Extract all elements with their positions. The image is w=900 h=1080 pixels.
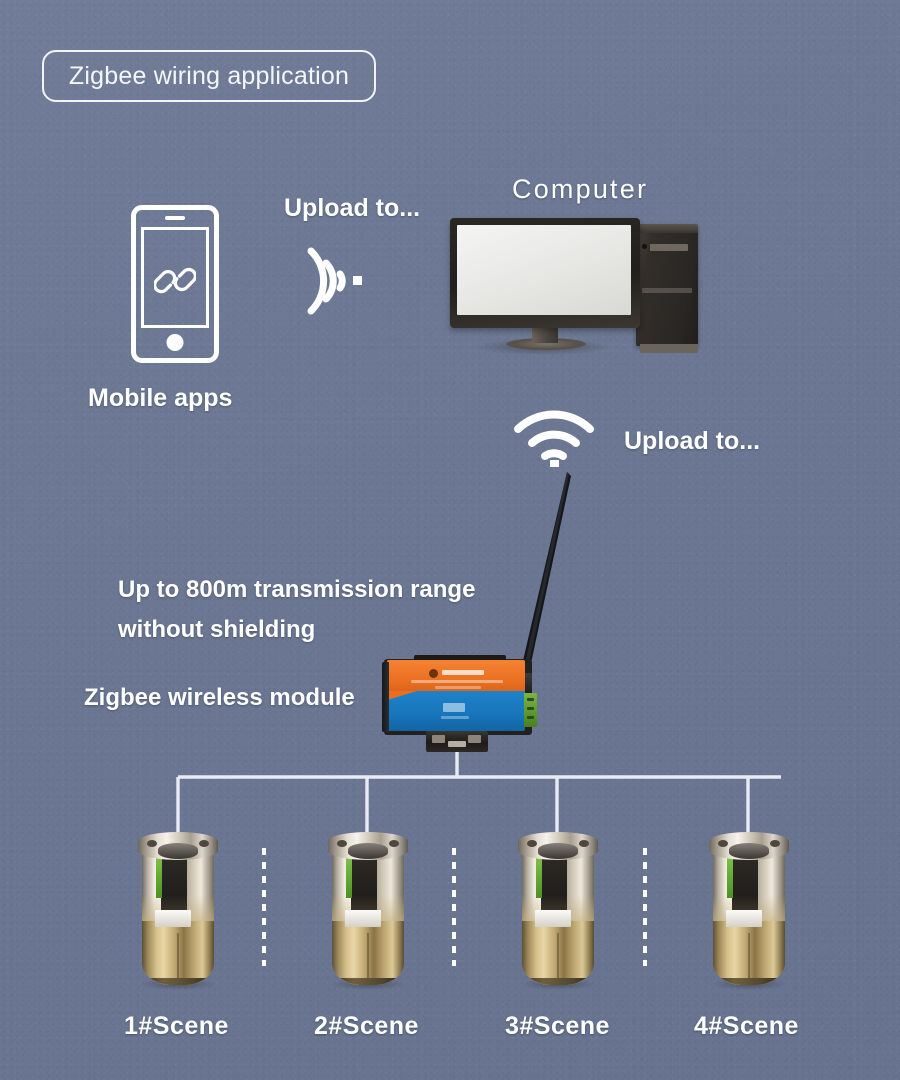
computer-tower — [636, 224, 698, 353]
sensor-white-tab — [535, 910, 571, 927]
scene-sensor-2 — [325, 826, 411, 990]
sensor-cap-hole — [389, 840, 399, 847]
scene-separator-2 — [452, 848, 456, 966]
sensor-white-tab — [345, 910, 381, 927]
sensor-cap-hole — [199, 840, 209, 847]
sensor-cap-hole — [579, 840, 589, 847]
sensor-top-cap — [328, 832, 408, 860]
link-chain-icon — [153, 260, 197, 307]
sensor-cap-opening — [348, 843, 388, 859]
sensor-bottom-rim — [142, 978, 214, 985]
sensor-cap-opening — [538, 843, 578, 859]
antenna-icon — [505, 470, 575, 690]
sensor-white-tab — [155, 910, 191, 927]
sensor-cap-opening — [158, 843, 198, 859]
sensor-brass-section — [332, 921, 404, 985]
sensor-body — [522, 839, 594, 985]
computer-monitor — [450, 218, 640, 328]
sensor-bottom-rim — [332, 978, 404, 985]
sensor-seam — [748, 933, 750, 985]
terminal-screw — [527, 698, 534, 701]
upload-label-1: Upload to... — [284, 194, 421, 222]
module-microtext-1 — [411, 680, 503, 683]
module-microtext-2 — [435, 686, 481, 689]
scene-sensor-1 — [135, 826, 221, 990]
upload-label-2: Upload to... — [624, 427, 761, 455]
monitor-screen — [457, 225, 631, 315]
module-top-strip — [414, 655, 506, 661]
module-blue-face — [387, 691, 525, 731]
title-badge-label: Zigbee wiring application — [68, 61, 350, 90]
phone-screen — [141, 227, 209, 328]
scene-separator-1 — [262, 848, 266, 966]
sensor-body — [142, 839, 214, 985]
phone-speaker-slot — [165, 216, 185, 220]
sensor-top-cap — [709, 832, 789, 860]
sensor-seam — [177, 933, 179, 985]
smartphone-icon — [131, 205, 219, 363]
sensor-cap-hole — [147, 840, 157, 847]
sensor-seam — [557, 933, 559, 985]
module-green-terminal-block — [524, 693, 537, 727]
terminal-screw — [527, 707, 534, 710]
module-microtext-3 — [441, 716, 469, 719]
sensor-brass-section — [142, 921, 214, 985]
sensor-green-strip — [346, 856, 352, 898]
sensor-seam — [367, 933, 369, 985]
zigbee-module-label: Zigbee wireless module — [84, 684, 355, 711]
scene-label-1: 1#Scene — [124, 1012, 229, 1040]
sensor-brass-section — [713, 921, 785, 985]
tower-power-dot — [642, 244, 647, 249]
sensor-bottom-rim — [713, 978, 785, 985]
scene-label-3: 3#Scene — [505, 1012, 610, 1040]
module-corner-notch — [387, 691, 417, 700]
phone-home-button — [166, 334, 184, 351]
sensor-top-cap — [518, 832, 598, 860]
sensor-cap-hole — [718, 840, 728, 847]
tower-foot — [640, 344, 698, 353]
module-logo-mark — [429, 669, 438, 678]
sensor-green-strip — [727, 856, 733, 898]
sensor-green-strip — [156, 856, 162, 898]
desktop-computer-icon — [450, 218, 702, 363]
connector-center-contact — [448, 741, 466, 747]
tower-drive-slot — [650, 244, 688, 251]
scene-separator-3 — [643, 848, 647, 966]
connector-pin — [432, 735, 445, 743]
module-brand-text — [442, 670, 484, 675]
sensor-top-cap — [138, 832, 218, 860]
range-note-line-1: Up to 800m transmission range — [118, 576, 476, 603]
module-left-side-panel — [382, 662, 389, 732]
scene-label-4: 4#Scene — [694, 1012, 799, 1040]
scene-label-2: 2#Scene — [314, 1012, 419, 1040]
module-orange-face — [387, 660, 525, 693]
computer-label: Computer — [512, 174, 649, 204]
sensor-white-tab — [726, 910, 762, 927]
sensor-cap-hole — [337, 840, 347, 847]
module-model-mark — [443, 703, 465, 712]
connector-pin — [468, 735, 481, 743]
range-note-line-2: without shielding — [118, 616, 316, 643]
wifi-signal-up-icon — [512, 405, 596, 472]
sensor-brass-section — [522, 921, 594, 985]
scene-sensor-4 — [706, 826, 792, 990]
monitor-stand-base — [506, 338, 586, 350]
sensor-bottom-rim — [522, 978, 594, 985]
zigbee-gateway-module-icon — [382, 655, 537, 752]
sensor-cap-hole — [527, 840, 537, 847]
sensor-cap-hole — [770, 840, 780, 847]
terminal-screw — [527, 716, 534, 719]
wifi-signal-right-icon — [303, 243, 365, 324]
transmission-range-note: Up to 800m transmission range without sh… — [118, 570, 475, 650]
tower-panel-seam — [642, 288, 692, 293]
module-bottom-connector — [426, 731, 488, 752]
mobile-apps-label: Mobile apps — [88, 384, 233, 412]
scene-sensor-3 — [515, 826, 601, 990]
sensor-cap-opening — [729, 843, 769, 859]
tower-top-bevel — [636, 224, 698, 233]
sensor-green-strip — [536, 856, 542, 898]
title-badge: Zigbee wiring application — [42, 50, 376, 102]
